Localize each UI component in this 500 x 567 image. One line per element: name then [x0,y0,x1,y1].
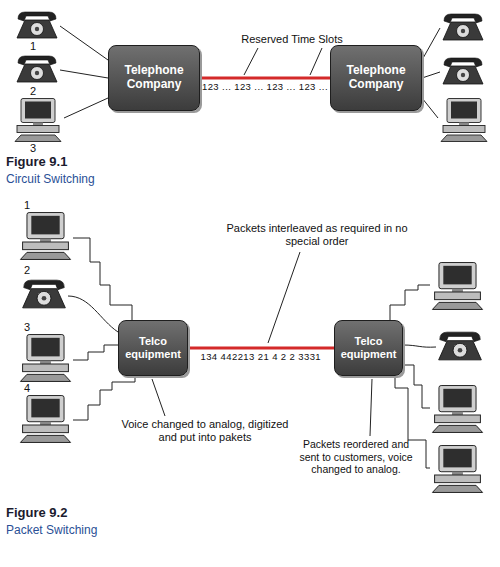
wire [390,285,430,320]
leader-line [244,48,258,75]
annotation-text: Packets interleaved as required in no sp… [222,222,412,248]
computer-icon [15,99,61,142]
trunk-line [200,77,330,80]
box-label: Telco equipment [122,335,184,360]
wire [422,28,440,60]
wire [422,72,440,78]
wire [73,345,118,360]
switch-box: Telco equipment [118,320,188,376]
wire [68,296,118,332]
callout-number: 1 [24,199,36,212]
telephone-icon [23,280,66,308]
callout-number: 2 [30,85,42,98]
telephone-icon [17,12,57,38]
callout-number: 3 [24,321,36,334]
wire [403,365,430,408]
box-label: Telephone Company [112,64,196,92]
wire [73,376,135,420]
callout-number: 2 [24,264,36,277]
box-label: Telephone Company [334,64,418,92]
trunk-line [188,347,334,350]
box-label: Telco equipment [338,335,399,360]
annotation-text: Packets reordered and sent to customers,… [292,438,420,476]
switch-box: Telephone Company [330,45,422,111]
figure-caption: Circuit Switching [6,172,206,186]
wire [64,98,108,118]
packet-sequence: 134 442213 21 4 2 2 3331 [201,352,322,362]
computer-icon [441,99,487,142]
callout-number: 4 [24,382,36,395]
leader-line [310,48,322,75]
wire [422,98,438,118]
telephone-icon [439,332,482,360]
wire [73,238,132,320]
wire [403,345,436,347]
switch-box: Telco equipment [334,320,403,376]
leader-line [152,379,165,416]
telephone-icon [443,58,483,84]
computer-icon [20,396,70,443]
leader-line [370,379,372,436]
annotation-text: Voice changed to analog, digitized and p… [120,418,290,444]
computer-icon [20,335,70,382]
computer-icon [432,263,482,310]
telephone-icon [17,56,57,82]
wire [60,26,108,60]
leader-line [268,252,300,343]
wire [60,70,108,78]
packet-sequence: 123 ... 123 ... 123 ... 123 ... [202,82,328,92]
switch-box: Telephone Company [108,45,200,111]
computer-icon [432,386,482,433]
figure-number: Figure 9.2 [6,505,126,521]
annotation-text: Reserved Time Slots [222,33,362,46]
computer-icon [20,213,70,260]
computer-icon [432,446,482,493]
telephone-icon [443,14,483,40]
figure-caption: Packet Switching [6,523,206,537]
callout-number: 1 [30,40,42,53]
callout-number: 3 [30,142,42,155]
figure-number: Figure 9.1 [6,154,126,170]
